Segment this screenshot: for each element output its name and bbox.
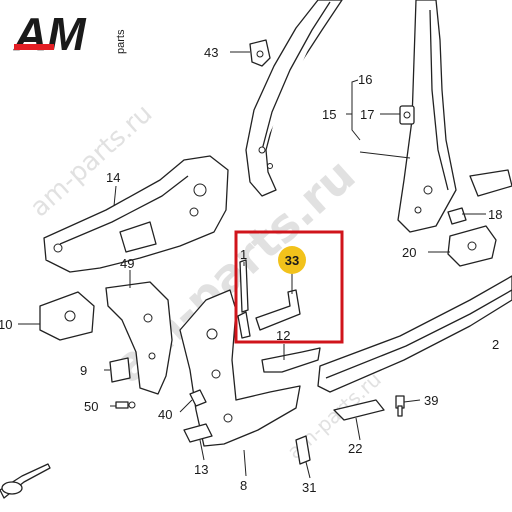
callout-20[interactable]: 20: [402, 245, 416, 260]
b-pillar-part: [397, 0, 457, 233]
highlight-badge[interactable]: [278, 246, 306, 274]
callout-9[interactable]: 9: [80, 363, 87, 378]
callout-13[interactable]: 13: [194, 462, 208, 477]
clip-31-part: [295, 435, 311, 465]
callout-50[interactable]: 50: [84, 399, 98, 414]
callout-22[interactable]: 22: [348, 441, 362, 456]
tool-part: [0, 463, 51, 499]
callout-2[interactable]: 2: [492, 337, 499, 352]
callout-10[interactable]: 10: [0, 317, 12, 332]
svg-text:parts: parts: [115, 29, 127, 54]
callout-1[interactable]: 1: [240, 247, 247, 262]
logo: AM parts: [13, 8, 127, 60]
highlight-frame: [234, 230, 344, 344]
svg-text:AM: AM: [13, 8, 87, 60]
callout-43[interactable]: 43: [204, 45, 218, 60]
wheel-arch-49-part: [105, 281, 173, 395]
leader-lines: [18, 51, 486, 479]
bolt-39-part: [395, 395, 405, 417]
callout-15[interactable]: 15: [322, 107, 336, 122]
clip-40-part: [189, 389, 207, 407]
bracket-right-part: [447, 169, 512, 225]
rocker-panel-part: [317, 275, 512, 393]
strip-1-part: [237, 259, 251, 339]
bracket-9-part: [109, 357, 131, 383]
callout-39[interactable]: 39: [424, 393, 438, 408]
callout-17[interactable]: 17: [360, 107, 374, 122]
a-pillar-part: [245, 0, 343, 197]
bracket-33-part: [255, 289, 301, 331]
callout-8[interactable]: 8: [240, 478, 247, 493]
bracket-22-part: [333, 399, 385, 421]
callout-33[interactable]: 33: [285, 253, 299, 268]
bracket-2-part: [261, 347, 321, 373]
callout-18[interactable]: 18: [488, 207, 502, 222]
bracket-43-part: [249, 39, 271, 67]
mount-10-part: [39, 291, 95, 341]
callout-49[interactable]: 49: [120, 256, 134, 271]
callout-31[interactable]: 31: [302, 480, 316, 495]
callout-14[interactable]: 14: [106, 170, 120, 185]
longitudinal-member-14-part: [43, 155, 229, 273]
bolt-50-part: [115, 401, 136, 409]
callout-16[interactable]: 16: [358, 72, 372, 87]
bracket-17-part: [399, 105, 415, 125]
bracket-20-part: [447, 225, 497, 267]
callout-40[interactable]: 40: [158, 407, 172, 422]
callout-12[interactable]: 12: [276, 328, 290, 343]
bracket-13-part: [183, 423, 213, 443]
pillar-lower-8-part: [179, 289, 301, 447]
